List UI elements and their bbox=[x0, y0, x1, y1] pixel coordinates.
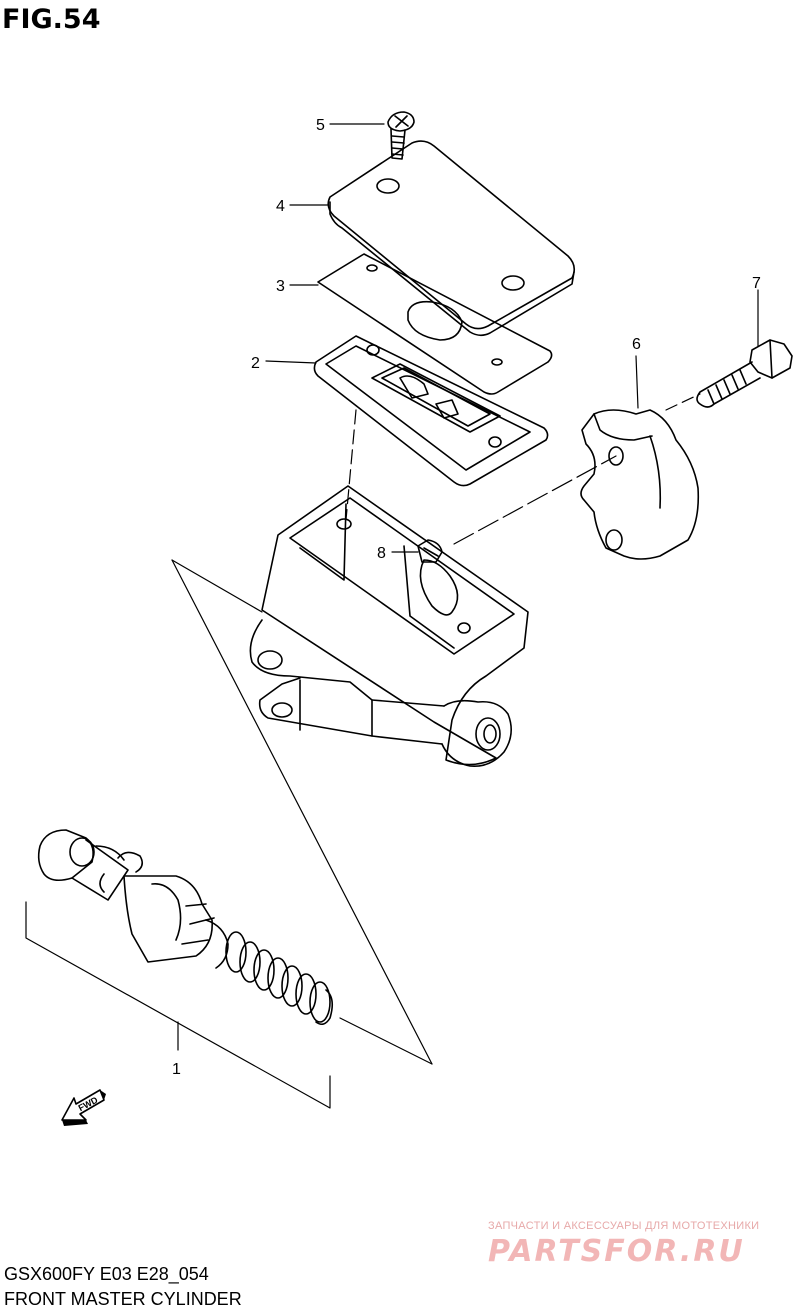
callouts: 1 2 3 4 5 6 7 8 bbox=[172, 117, 761, 1078]
part-7-bolt bbox=[696, 339, 793, 408]
model-code: GSX600FY E03 E28_054 bbox=[4, 1264, 209, 1284]
callout-2: 2 bbox=[251, 355, 260, 372]
fwd-arrow-icon: FWD bbox=[61, 1089, 106, 1126]
watermark-brand: PARTSFOR.RU bbox=[488, 1234, 745, 1269]
part-4-reservoir-cap bbox=[327, 140, 576, 337]
callout-1: 1 bbox=[172, 1061, 181, 1078]
callout-5: 5 bbox=[316, 117, 325, 134]
part-3-diaphragm bbox=[317, 253, 553, 395]
part-1-piston-kit bbox=[37, 829, 334, 1026]
part-2-plate bbox=[313, 335, 549, 487]
part-6-clamp bbox=[580, 409, 700, 560]
part-5-screw bbox=[387, 111, 415, 160]
part-name: FRONT MASTER CYLINDER bbox=[4, 1289, 242, 1309]
part-8-bolt bbox=[417, 539, 443, 563]
callout-6: 6 bbox=[632, 336, 641, 353]
watermark-tagline: ЗАПЧАСТИ И АКСЕССУАРЫ ДЛЯ МОТОТЕХНИКИ bbox=[488, 1220, 760, 1232]
assembly-lines bbox=[25, 123, 759, 1109]
callout-4: 4 bbox=[276, 198, 285, 215]
watermark: ЗАПЧАСТИ И АКСЕССУАРЫ ДЛЯ МОТОТЕХНИКИ PA… bbox=[488, 1220, 788, 1269]
callout-8: 8 bbox=[377, 545, 386, 562]
callout-3: 3 bbox=[276, 278, 285, 295]
callout-7: 7 bbox=[752, 275, 761, 292]
master-cylinder-body bbox=[249, 485, 529, 768]
figure-title: FIG.54 bbox=[2, 4, 101, 35]
